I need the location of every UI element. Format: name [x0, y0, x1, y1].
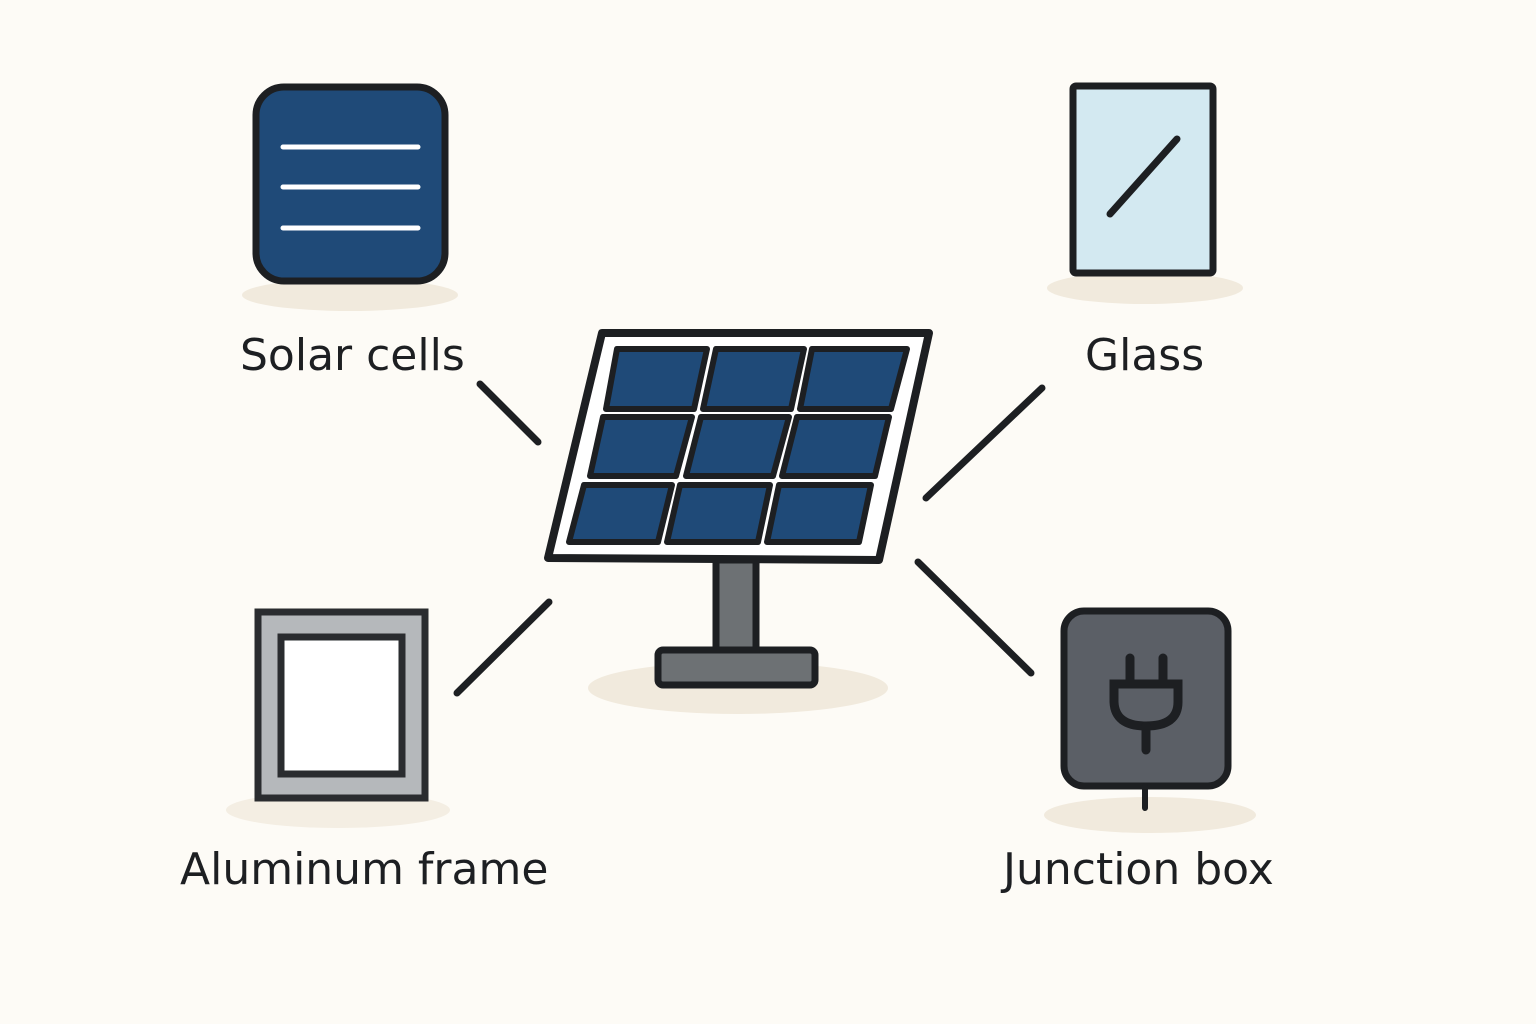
plug-icon: [1109, 653, 1183, 755]
glass-shadow: [1047, 272, 1243, 304]
panel-cells: [566, 346, 910, 545]
solar-cells-label: Solar cells: [240, 330, 465, 381]
connector-solar-cells: [476, 380, 542, 446]
panel-stand-base: [654, 646, 819, 689]
junction-box-label: Junction box: [1003, 844, 1274, 895]
solar-cell-shadow: [242, 279, 458, 311]
junction-box-icon: [1060, 607, 1232, 811]
solar-cell-icon: [252, 83, 449, 285]
junction-shadow: [1044, 797, 1256, 833]
glass-pane-icon: [1069, 82, 1217, 277]
connector-lines: [453, 380, 1046, 697]
panel-stand-post: [712, 556, 760, 658]
solar-panel-icon: [544, 329, 933, 689]
connector-junction-box: [914, 558, 1035, 677]
glass-label: Glass: [1085, 330, 1205, 381]
connector-glass: [922, 384, 1046, 502]
aluminum-frame-icon: [254, 608, 429, 802]
connector-aluminum-frame: [453, 598, 553, 697]
aluminum-frame-label: Aluminum frame: [180, 844, 549, 895]
